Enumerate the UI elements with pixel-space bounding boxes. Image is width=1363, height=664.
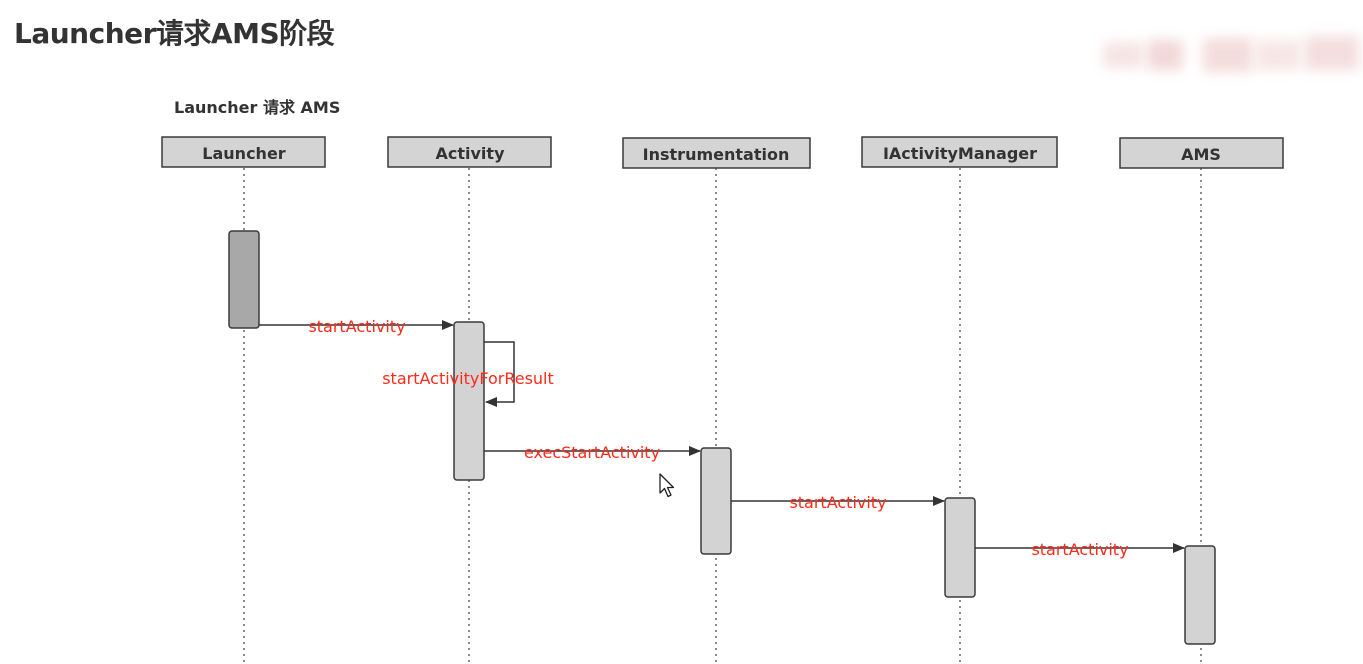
- message-arrow-self-activity: [484, 341, 515, 407]
- participant-iactivitymanager: IActivityManager: [861, 136, 1058, 168]
- message-label: startActivity: [789, 493, 886, 512]
- activation-iactivitymanager: [944, 497, 976, 598]
- message-label: startActivityForResult: [382, 369, 554, 388]
- mouse-pointer-icon: [659, 473, 675, 498]
- participant-label: AMS: [1181, 145, 1221, 164]
- page-title: Launcher请求AMS阶段: [14, 17, 335, 50]
- activation-launcher: [228, 230, 260, 329]
- activation-instrumentation: [700, 447, 732, 555]
- participant-launcher: Launcher: [161, 136, 326, 168]
- activation-ams: [1184, 545, 1216, 645]
- participant-instrumentation: Instrumentation: [622, 137, 811, 169]
- participant-ams: AMS: [1119, 137, 1284, 169]
- message-label: execStartActivity: [524, 443, 660, 462]
- participant-label: Activity: [436, 144, 506, 163]
- blurred-watermark: [1095, 34, 1363, 80]
- activation-activity: [453, 321, 485, 481]
- participant-label: Launcher: [202, 144, 286, 163]
- participant-label: Instrumentation: [643, 145, 790, 164]
- message-label: startActivity: [308, 317, 405, 336]
- participant-activity: Activity: [387, 136, 552, 168]
- diagram-caption: Launcher 请求 AMS: [174, 98, 340, 117]
- message-label: startActivity: [1031, 540, 1128, 559]
- participant-label: IActivityManager: [883, 144, 1037, 163]
